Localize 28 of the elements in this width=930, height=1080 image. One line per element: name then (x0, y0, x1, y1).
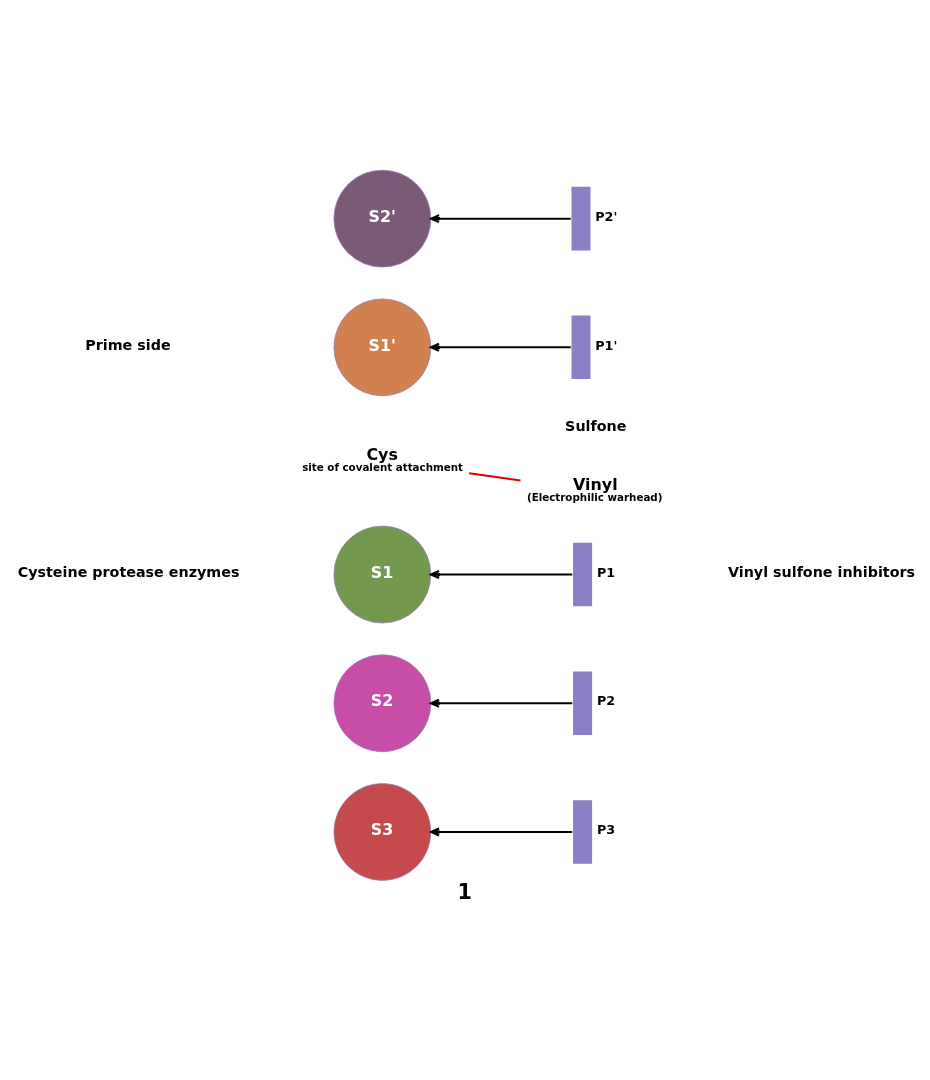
caption: 1 (457, 880, 472, 905)
label: Prime side (85, 337, 171, 354)
node-label: P1 (596, 564, 616, 580)
node-circle: S2 (333, 654, 432, 753)
node-bar (571, 315, 591, 380)
arrow (429, 342, 572, 352)
node-label: P3 (596, 822, 616, 838)
node-circle: S1' (333, 298, 432, 397)
node-text: Cys (366, 444, 398, 464)
arrow (429, 570, 574, 580)
node-label: P2' (595, 208, 618, 224)
arrow (429, 827, 574, 837)
node-bar (571, 186, 591, 251)
node-circle: S2' (333, 169, 432, 268)
label: Sulfone (565, 418, 627, 435)
label: Cysteine protease enzymes (17, 564, 240, 581)
node-label: P2 (596, 693, 616, 709)
node-bar (573, 542, 593, 607)
label: Vinyl sulfone inhibitors (727, 564, 916, 581)
node-label: P1' (595, 337, 618, 353)
arrow (429, 698, 574, 708)
connector (468, 472, 522, 482)
node-bar (573, 671, 593, 736)
arrow (429, 214, 572, 224)
node-circle: S1 (333, 525, 432, 624)
node-text: Vinyl (573, 474, 618, 494)
node-bar (573, 800, 593, 864)
node-circle: S3 (333, 783, 432, 881)
